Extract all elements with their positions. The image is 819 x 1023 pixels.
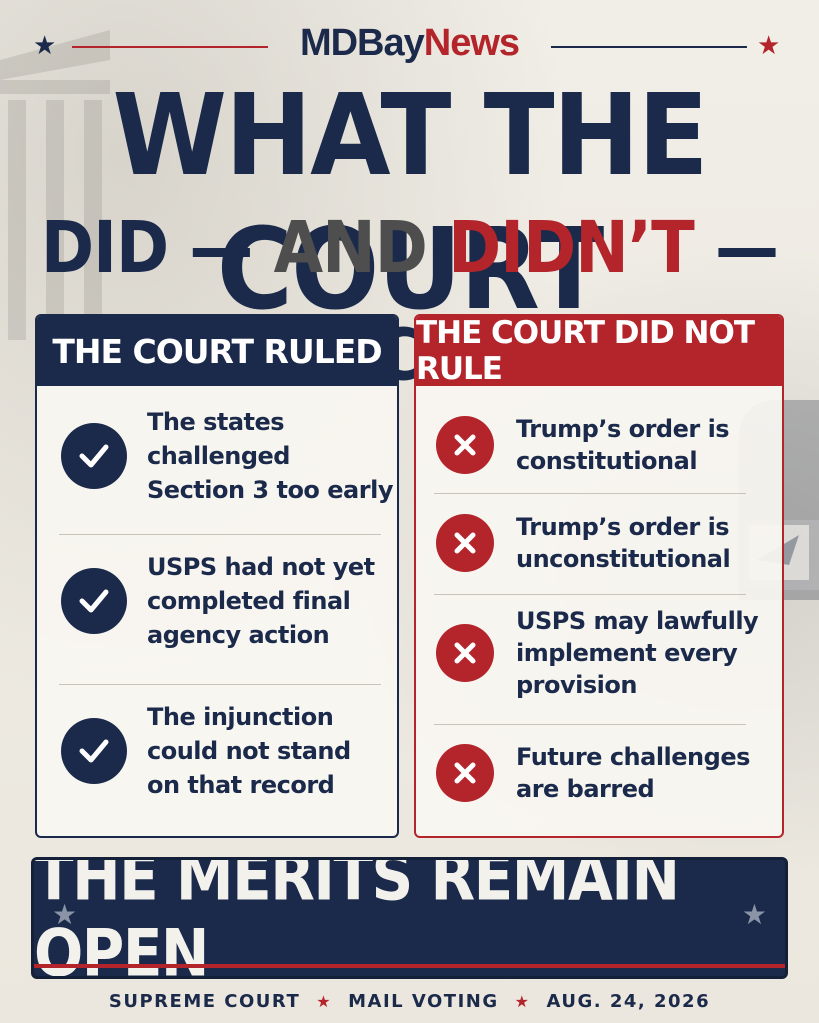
ruled-item-text: USPS had not yet completed final agency … [147, 553, 375, 649]
footer-item-supreme-court: SUPREME COURT [108, 990, 301, 1012]
not-ruled-item: Trump’s order is unconstitutional [416, 498, 782, 588]
not-ruled-item: USPS may lawfully implement every provis… [416, 598, 782, 708]
headline-did: DID [41, 206, 169, 290]
not-ruled-item: Trump’s order is constitutional [416, 400, 782, 490]
item-divider [59, 534, 381, 535]
brand-part-1: MDBay [299, 22, 425, 64]
footer: SUPREME COURT ★ MAIL VOTING ★ AUG. 24, 2… [0, 986, 819, 1016]
headline-line-1: WHAT THE COURT [112, 69, 708, 335]
masthead-rule-left [72, 46, 268, 48]
star-icon: ★ [757, 30, 781, 60]
check-icon [61, 423, 127, 489]
headline-dash: — [715, 206, 779, 290]
footer-item-mail-voting: MAIL VOTING [348, 990, 499, 1012]
ruled-item: The injunction could not stand on that r… [37, 701, 397, 801]
masthead-rule-right [551, 46, 747, 48]
court-did-not-rule-panel: THE COURT DID NOT RULE Trump’s order is … [414, 314, 784, 838]
masthead: ★ MDBayNews ★ [0, 18, 819, 74]
star-icon: ★ [33, 30, 57, 60]
banner-text: THE MERITS REMAIN OPEN [34, 857, 680, 979]
merits-banner: ★ THE MERITS REMAIN OPEN ★ [31, 857, 788, 979]
check-icon [61, 568, 127, 634]
headline-dash: — [189, 206, 253, 290]
footer-item-date: AUG. 24, 2026 [546, 990, 711, 1012]
ruled-item: The states challenged Section 3 too earl… [37, 406, 397, 506]
brand-logo: MDBayNews [0, 22, 819, 65]
not-ruled-item-text: Future challenges are barred [516, 743, 750, 803]
ruled-item: USPS had not yet completed final agency … [37, 551, 397, 651]
item-divider [59, 684, 381, 685]
item-divider [434, 594, 746, 595]
ruled-item-text: The injunction could not stand on that r… [147, 703, 351, 799]
headline-didnt: DIDN’T [448, 206, 695, 290]
ruled-item-text: The states challenged Section 3 too earl… [147, 408, 393, 504]
x-icon [436, 624, 494, 682]
banner-red-line [34, 964, 785, 968]
headline-and: AND [273, 206, 428, 290]
x-icon [436, 416, 494, 474]
star-icon: ★ [316, 991, 333, 1011]
star-icon: ★ [514, 991, 531, 1011]
not-ruled-item-text: Trump’s order is unconstitutional [516, 513, 731, 573]
item-divider [434, 724, 746, 725]
x-icon [436, 514, 494, 572]
item-divider [434, 493, 746, 494]
court-did-not-rule-header: THE COURT DID NOT RULE [416, 316, 782, 387]
star-icon: ★ [52, 899, 78, 930]
x-icon [436, 744, 494, 802]
not-ruled-item: Future challenges are barred [416, 728, 782, 818]
not-ruled-item-text: USPS may lawfully implement every provis… [516, 607, 759, 699]
brand-part-2: News [423, 22, 520, 64]
not-ruled-item-text: Trump’s order is constitutional [516, 415, 730, 475]
court-ruled-panel: THE COURT RULED The states challenged Se… [35, 314, 399, 838]
star-icon: ★ [741, 899, 767, 930]
check-icon [61, 718, 127, 784]
courthouse-columns-icon [0, 30, 110, 340]
court-ruled-header: THE COURT RULED [37, 316, 397, 386]
